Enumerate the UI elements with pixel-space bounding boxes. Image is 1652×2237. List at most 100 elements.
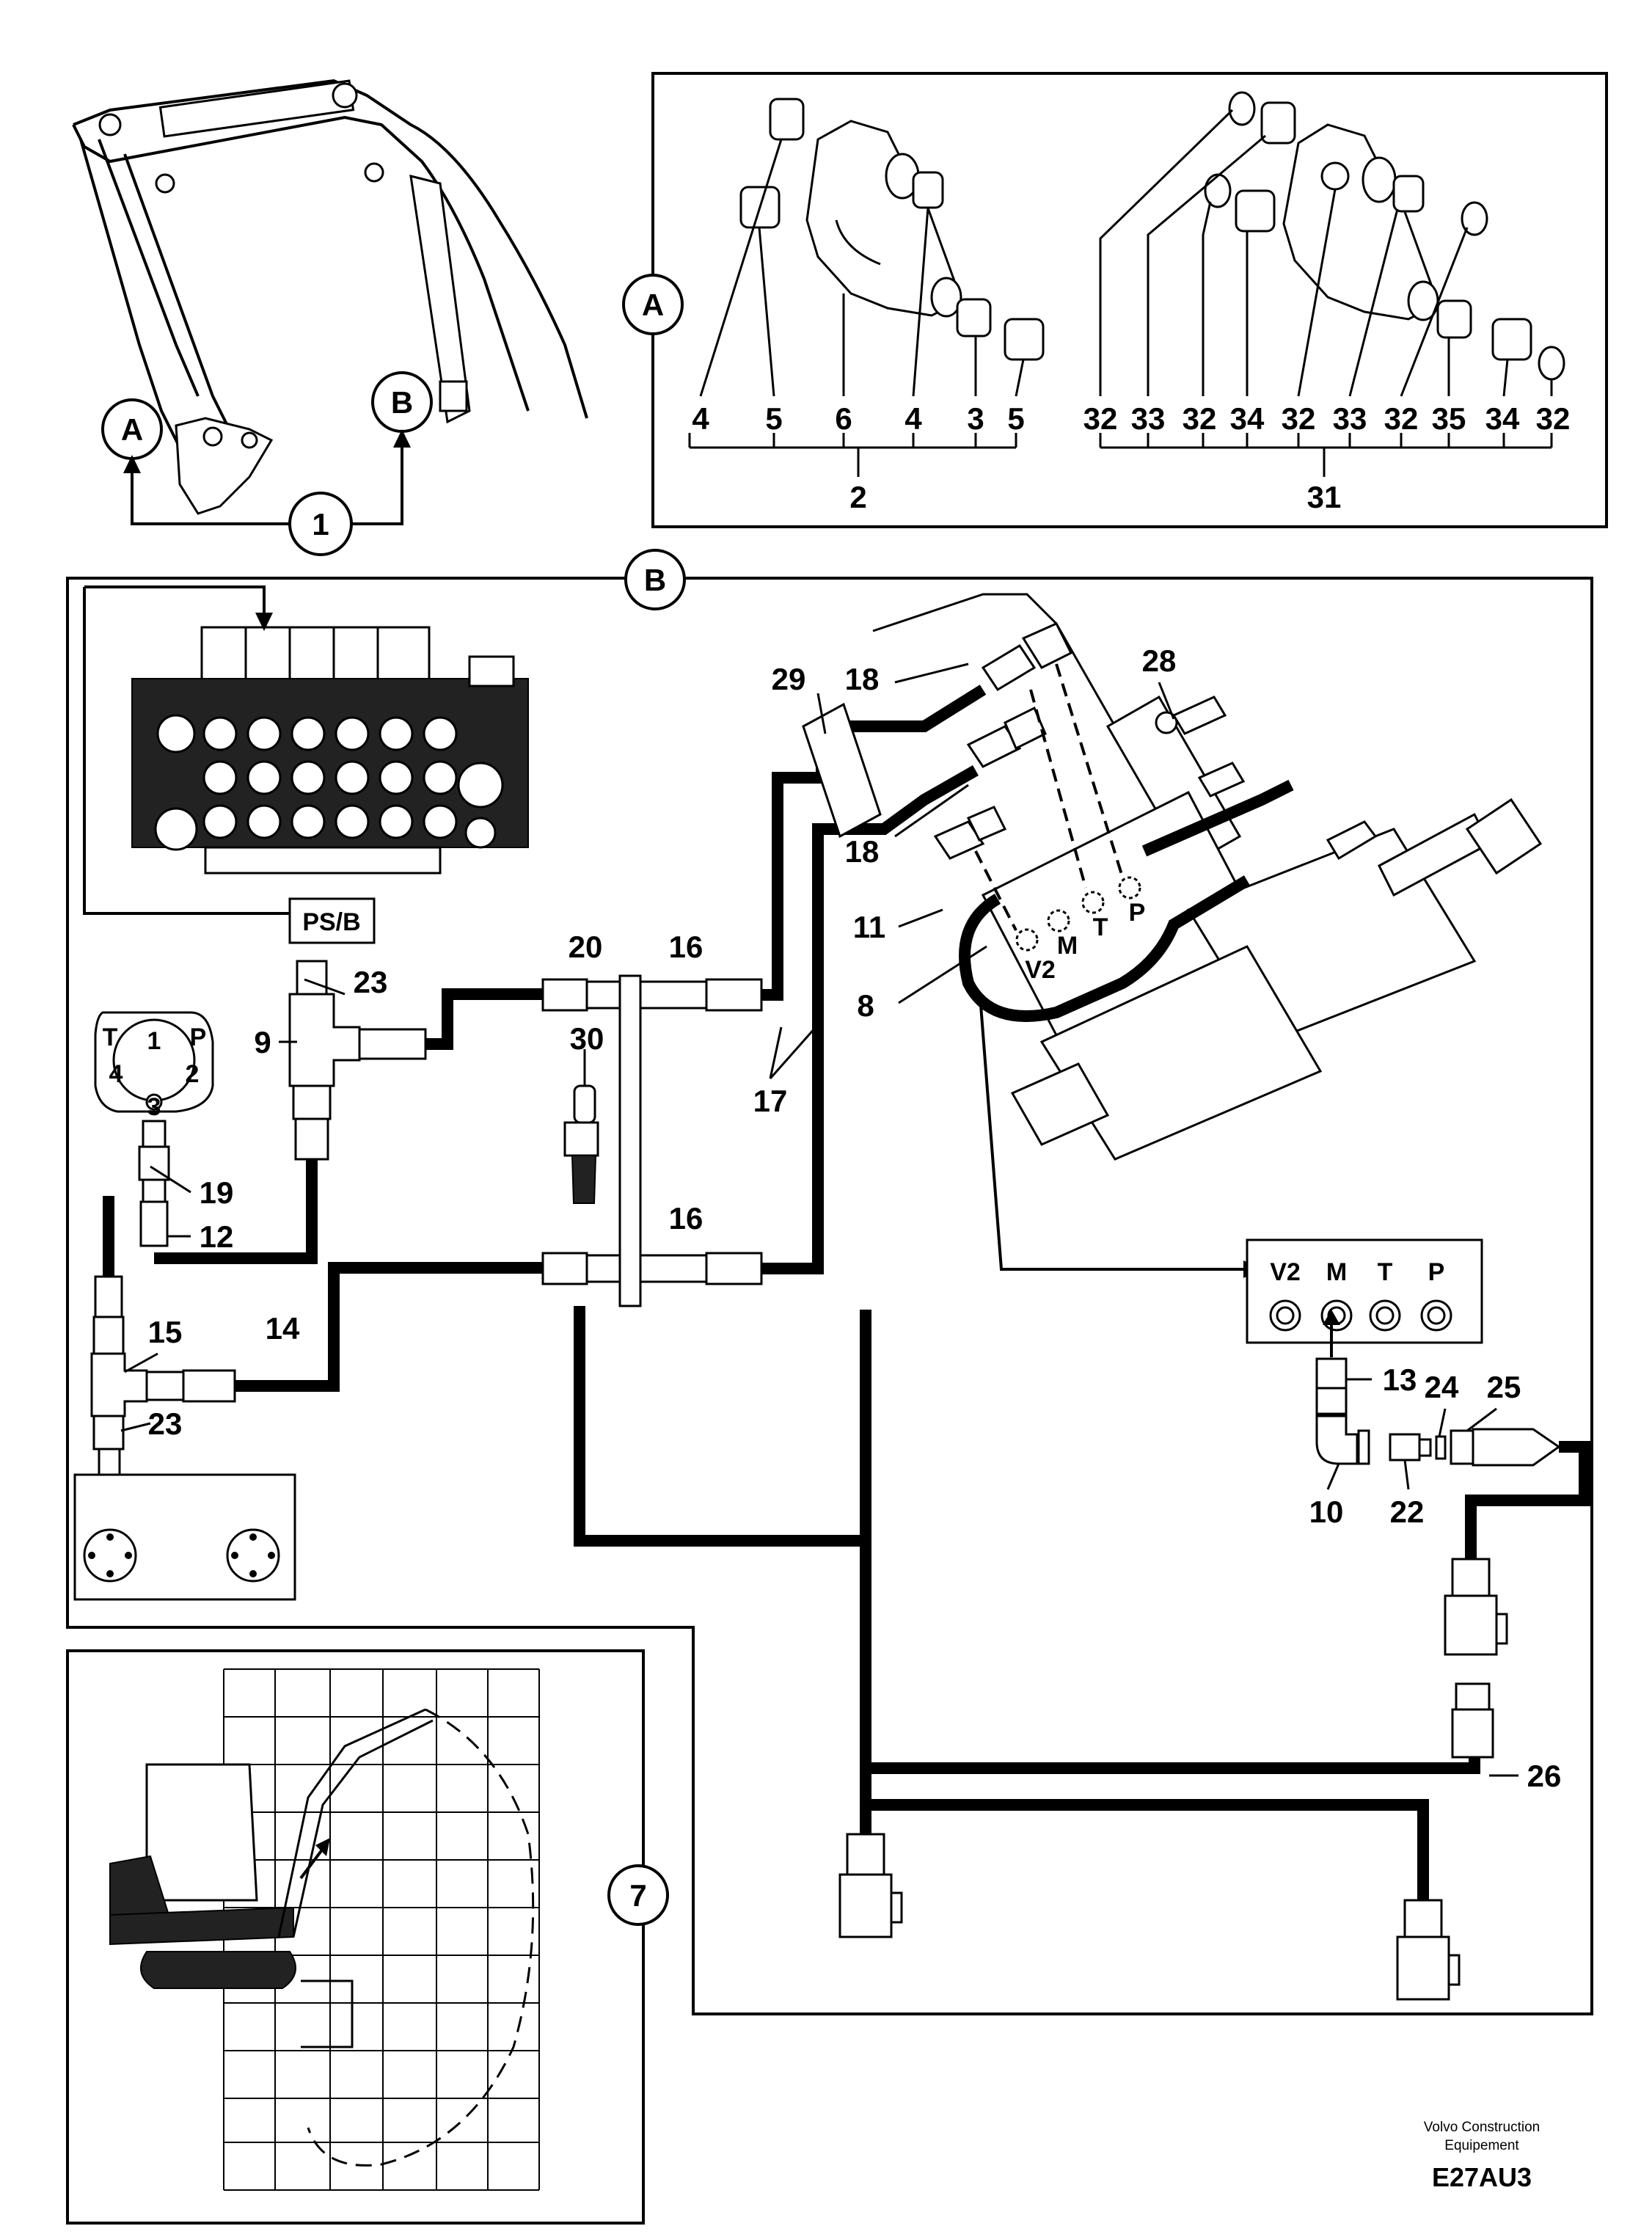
ps-b-label: PS/B (302, 908, 360, 936)
svg-text:24: 24 (1425, 1370, 1459, 1404)
svg-text:20: 20 (569, 930, 603, 964)
svg-text:P: P (1129, 899, 1146, 927)
rod-eye (1465, 798, 1543, 875)
item-label: 32 (1384, 401, 1419, 436)
svg-text:P: P (190, 1023, 207, 1051)
boom-outline (292, 1719, 434, 1938)
svg-text:4: 4 (109, 1060, 123, 1088)
bushing-5 (1004, 318, 1045, 361)
connector (1403, 1899, 1443, 1938)
tank-block (73, 1473, 296, 1601)
fitting (145, 1371, 185, 1401)
bushing-34 (1491, 318, 1532, 361)
hose-9-to-12 (154, 1159, 318, 1264)
svg-text:M: M (1326, 1258, 1347, 1286)
elbow-fitting (1326, 820, 1378, 861)
flow-arrow-dashed (1029, 689, 1087, 888)
callout-7: 7 (607, 1864, 669, 1926)
hose-end (358, 1028, 427, 1060)
seal-24 (1435, 1435, 1447, 1460)
fitting-23 (296, 960, 328, 996)
cylinder-clamp (439, 380, 468, 412)
seal-32 (1461, 201, 1488, 236)
hose-sleeve (294, 1117, 329, 1161)
svg-text:8: 8 (857, 988, 874, 1023)
svg-text:15: 15 (148, 1315, 183, 1349)
hose-8-loop (959, 875, 1251, 1022)
svg-text:V2: V2 (1025, 956, 1056, 984)
bolt-28 (1172, 696, 1227, 735)
bushing-3 (956, 298, 992, 337)
company-name: Volvo Construction (1424, 2120, 1540, 2135)
fitting-11 (966, 806, 1007, 842)
sensor-30 (563, 1049, 599, 1204)
svg-text:P: P (1428, 1258, 1445, 1286)
hose-sleeve-12 (139, 1200, 169, 1247)
connector (838, 1873, 893, 1938)
connector-upper-right (1444, 1558, 1508, 1759)
item-label: 5 (1007, 401, 1024, 436)
svg-text:30: 30 (570, 1021, 604, 1056)
hose-sleeve (705, 1252, 763, 1285)
pivot-pin (364, 162, 384, 183)
seal-32 (1228, 91, 1256, 126)
arrow-head (315, 1838, 330, 1856)
fitting-13 (1315, 1387, 1348, 1415)
tee-body (288, 993, 361, 1087)
arrow-head (393, 429, 411, 448)
svg-text:10: 10 (1309, 1495, 1344, 1529)
fitting-16 (639, 980, 708, 1010)
item-label: 34 (1230, 401, 1265, 436)
bushing-4 (769, 98, 805, 141)
wire-main (574, 1306, 1480, 1774)
item-label: 4 (692, 401, 709, 436)
left-group-numbers: 4 5 6 4 3 5 2 (692, 401, 1024, 514)
connector-tab (890, 1891, 903, 1924)
flow-arrow-dashed (974, 850, 1017, 931)
connector (1451, 1708, 1494, 1759)
svg-text:23: 23 (148, 1406, 183, 1441)
elbow-10 (1315, 1415, 1359, 1465)
pump-diagram: T 1 P 4 2 3 (94, 1011, 214, 1247)
valve-solenoid-top (200, 626, 431, 684)
wire-sensor (580, 1310, 871, 1547)
hose-sleeve (541, 1252, 588, 1285)
svg-text:B: B (391, 385, 413, 420)
item-label: 33 (1333, 401, 1367, 436)
coupling-25 (1472, 1428, 1561, 1467)
callout-b-left[interactable]: B (371, 371, 433, 433)
bushing-33 (1260, 101, 1296, 145)
svg-text:14: 14 (266, 1311, 300, 1346)
svg-text:9: 9 (254, 1025, 271, 1059)
left-group-leaders (688, 139, 1025, 477)
assembly-label: 31 (1307, 480, 1342, 514)
cab (145, 1763, 258, 1902)
bushing-33 (1392, 175, 1425, 213)
rocker-slot (835, 219, 881, 266)
svg-text:22: 22 (1390, 1495, 1425, 1529)
svg-text:7: 7 (629, 1878, 646, 1913)
drawing-code: E27AU3 (1432, 2162, 1532, 2192)
svg-text:2: 2 (186, 1060, 200, 1088)
reach-envelope (307, 1708, 535, 2167)
pivot-pin (98, 113, 122, 136)
location-frame (66, 1649, 645, 2225)
pump-port (145, 1093, 163, 1111)
svg-text:18: 18 (845, 662, 880, 696)
item-label: 3 (967, 401, 984, 436)
leader-1-to-a (131, 470, 290, 525)
svg-text:T: T (1093, 913, 1108, 941)
svg-text:16: 16 (669, 930, 703, 964)
svg-text:M: M (1057, 932, 1078, 960)
valve-bottom-plate (204, 846, 442, 875)
arrow-head (255, 613, 273, 631)
callout-1: 1 (288, 492, 353, 556)
coupling-25 (1450, 1429, 1474, 1465)
callout-a-left[interactable]: A (101, 398, 163, 460)
right-group-numbers: 32 33 32 34 32 33 32 35 34 32 31 (1083, 401, 1571, 514)
clamp-bracket-29 (802, 702, 882, 839)
svg-text:V2: V2 (1270, 1258, 1301, 1286)
flow-arrow-dashed (1055, 663, 1124, 877)
adapter-22 (1389, 1433, 1421, 1461)
fitting (92, 1315, 125, 1355)
